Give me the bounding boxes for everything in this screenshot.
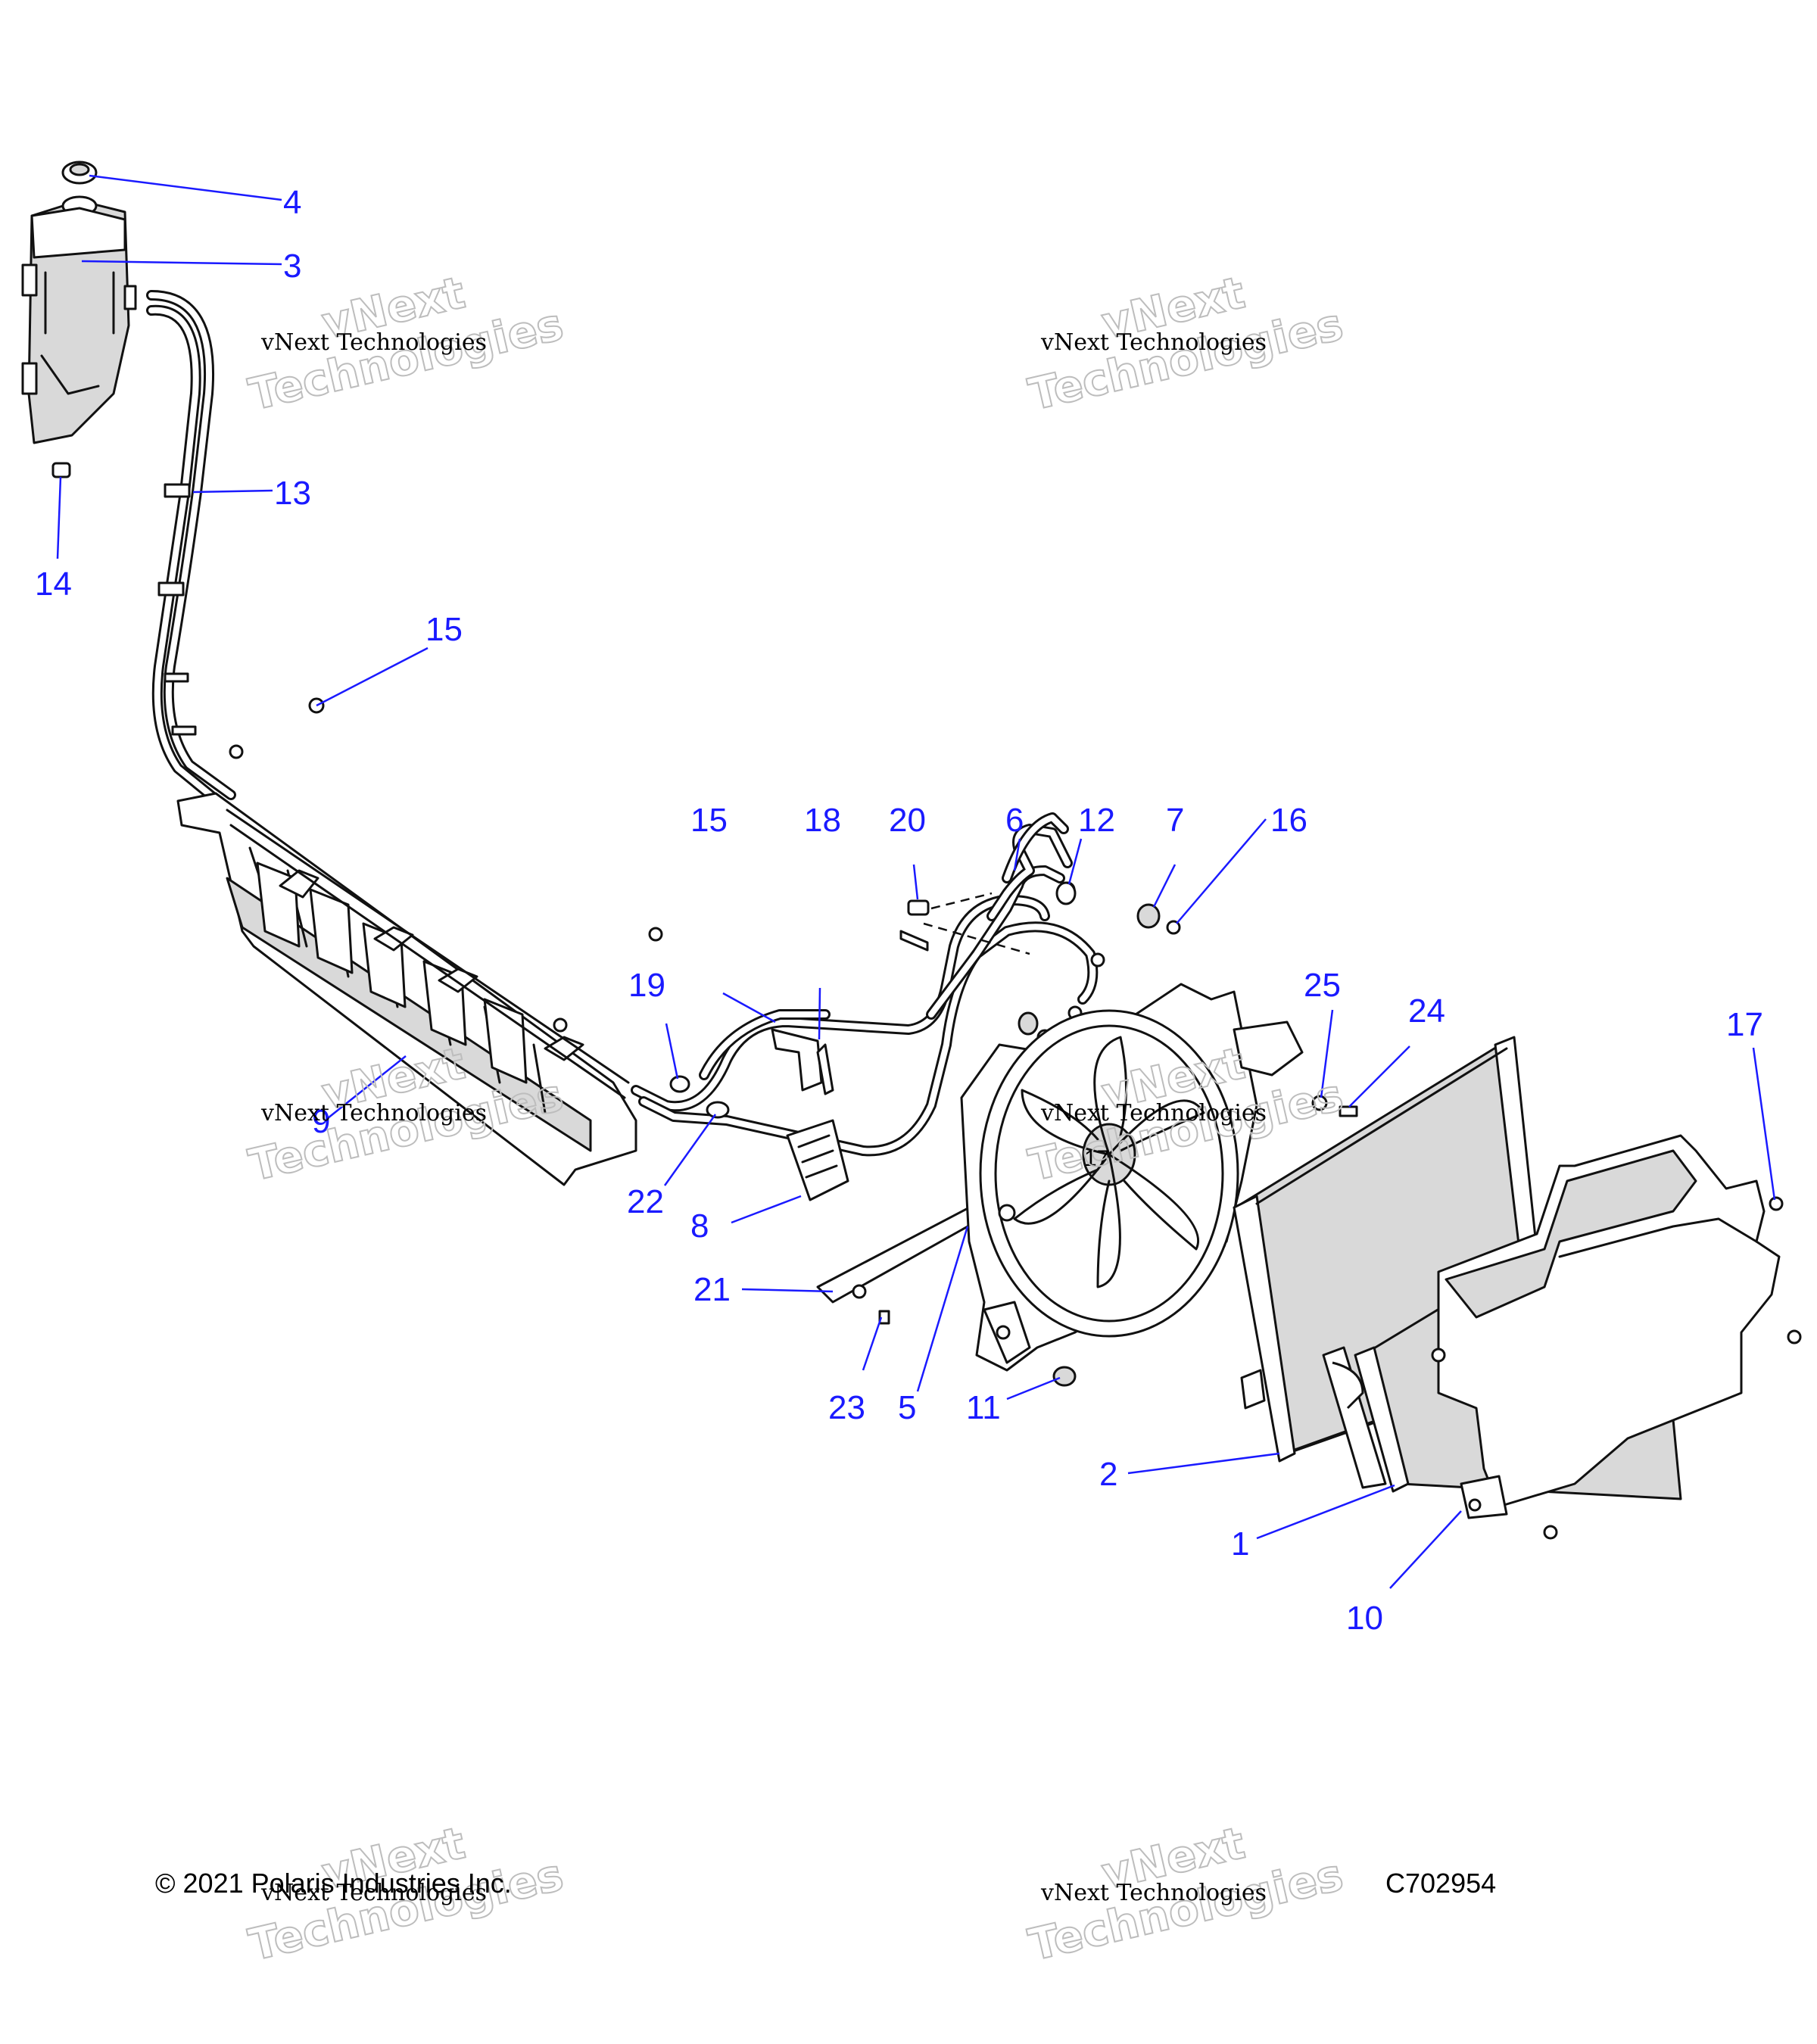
svg-text:vNext Technologies: vNext Technologies <box>1040 329 1267 356</box>
svg-text:vNext Technologies: vNext Technologies <box>260 1100 487 1126</box>
callout-18: 18 <box>804 802 841 839</box>
part-screw-23 <box>878 1310 890 1325</box>
callout-14: 14 <box>35 566 72 603</box>
callout-13: 13 <box>274 475 311 512</box>
callout-1: 1 <box>1231 1525 1249 1563</box>
part-fastener-misc-a <box>229 744 663 1033</box>
callout-11: 11 <box>966 1389 1001 1426</box>
part-clamp-22 <box>706 1101 730 1119</box>
callout-2: 2 <box>1099 1456 1117 1493</box>
part-clip-14 <box>51 462 71 478</box>
callout-12: 12 <box>1078 802 1115 839</box>
callout-8: 8 <box>690 1207 709 1245</box>
callout-9: 9 <box>312 1103 330 1140</box>
callout-16: 16 <box>1270 802 1307 839</box>
callout-3: 3 <box>283 248 301 285</box>
callout-4: 4 <box>283 184 301 221</box>
part-connector-block <box>786 1119 849 1201</box>
part-clamp-12 <box>1055 881 1077 905</box>
part-grommet-7 <box>1136 903 1161 929</box>
callout-5: 5 <box>898 1389 916 1426</box>
callout-labels: 4 3 13 14 15 15 18 20 6 12 7 16 19 25 24… <box>35 184 1763 1637</box>
callout-7: 7 <box>1166 802 1184 839</box>
leader-lines <box>56 174 1776 1589</box>
svg-text:vNext Technologies: vNext Technologies <box>1040 1880 1267 1906</box>
callout-25: 25 <box>1304 967 1341 1004</box>
part-bolt-16 <box>1166 920 1181 935</box>
callout-20: 20 <box>889 802 926 839</box>
part-bracket-18 <box>771 1028 834 1095</box>
watermark-2: vNext Technologies vNext Technologies <box>1024 266 1348 421</box>
copyright-notice: © 2021 Polaris Industries Inc. <box>155 1868 512 1899</box>
part-bolt-17 <box>1543 1196 1802 1540</box>
watermark-6: vNext Technologies vNext Technologies <box>1024 1816 1348 1971</box>
part-fitting-20 <box>899 899 930 952</box>
fan-hub-label: 17 <box>1084 1146 1109 1171</box>
svg-text:vNext Technologies: vNext Technologies <box>260 329 487 356</box>
part-reservoir-cap <box>61 160 98 185</box>
callout-24: 24 <box>1408 992 1445 1030</box>
part-grommet-11 <box>1052 1366 1077 1387</box>
part-frame-brace <box>176 792 637 1186</box>
part-overflow-hose <box>123 285 236 808</box>
svg-text:vNext Technologies: vNext Technologies <box>260 1880 487 1906</box>
callout-15-mid: 15 <box>690 802 728 839</box>
part-bolt-24 <box>1339 1105 1358 1117</box>
callout-22: 22 <box>627 1183 664 1220</box>
part-fan-shroud <box>960 983 1304 1372</box>
part-lower-bar <box>816 1202 990 1304</box>
callout-19: 19 <box>628 967 665 1004</box>
part-coolant-reservoir <box>21 195 130 444</box>
callout-17: 17 <box>1726 1006 1763 1043</box>
svg-text:vNext Technologies: vNext Technologies <box>1040 1100 1267 1126</box>
part-nut-25 <box>1311 1095 1328 1111</box>
callout-23: 23 <box>828 1389 865 1426</box>
callout-21: 21 <box>693 1271 731 1308</box>
callout-6: 6 <box>1005 802 1024 839</box>
part-shroud-panel <box>1431 1134 1781 1519</box>
callout-10: 10 <box>1346 1600 1383 1637</box>
callout-15-upper: 15 <box>425 611 463 648</box>
figure-id: C702954 <box>1385 1868 1496 1899</box>
part-clamp-19 <box>669 1075 690 1093</box>
